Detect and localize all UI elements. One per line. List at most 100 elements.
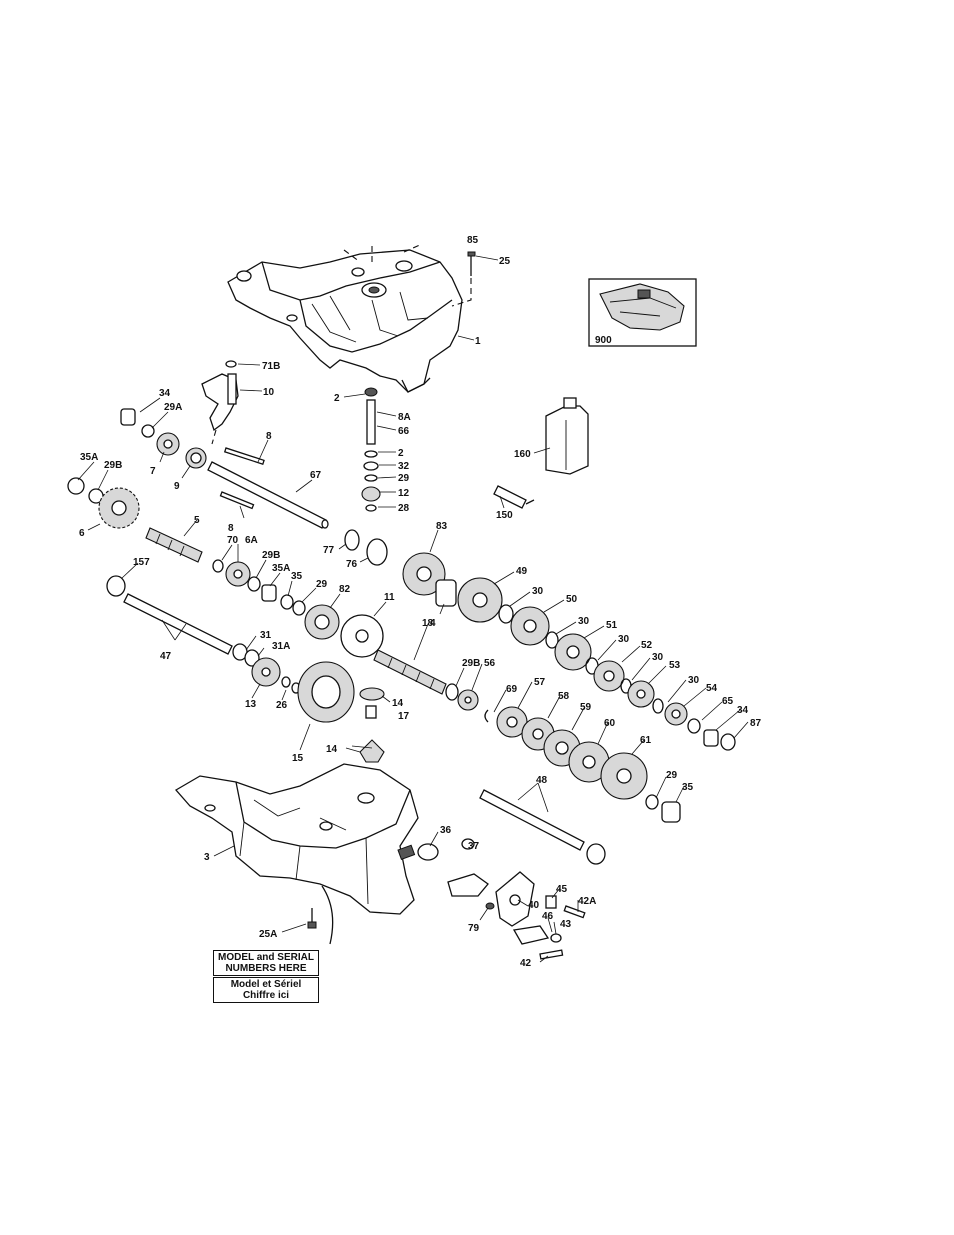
callout-14-upper: 14 (392, 698, 404, 709)
callout-37: 37 (468, 841, 480, 852)
callout-65: 65 (722, 696, 734, 707)
callout-69: 69 (506, 684, 518, 695)
model-serial-label-en: MODEL and SERIAL NUMBERS HERE (213, 950, 319, 976)
callout-35-mid: 35 (291, 571, 303, 582)
callout-40: 40 (528, 900, 540, 911)
callout-57: 57 (534, 677, 546, 688)
callout-25: 25 (499, 256, 511, 267)
callout-29B-right: 29B (462, 658, 480, 669)
callout-10: 10 (263, 387, 275, 398)
callout-59: 59 (580, 702, 592, 713)
callout-35-right: 35 (682, 782, 694, 793)
callout-8-upper: 8 (266, 431, 272, 442)
callout-51: 51 (606, 620, 618, 631)
model-serial-line2-en: NUMBERS HERE (225, 963, 307, 974)
main-shaft-67 (207, 447, 329, 529)
callout-54: 54 (706, 683, 718, 694)
callout-29A: 29A (164, 402, 182, 413)
callout-30-4: 30 (652, 652, 664, 663)
callout-29-mid: 29 (316, 579, 328, 590)
shift-fork-assembly (201, 360, 239, 445)
thrust-washers (344, 529, 388, 566)
right-gear-train (402, 552, 736, 751)
callout-35A-mid: 35A (272, 563, 290, 574)
callout-32: 32 (398, 461, 410, 472)
countershaft-4 (373, 649, 447, 695)
callout-12: 12 (398, 488, 410, 499)
bottom-bolt-25A (307, 908, 317, 929)
callout-7: 7 (150, 466, 156, 477)
callout-58: 58 (558, 691, 570, 702)
model-serial-line1-fr: Model et Sériel (230, 979, 302, 990)
grease-tube (493, 485, 535, 509)
leader-lines (77, 255, 749, 963)
callout-29B-mid: 29B (262, 550, 280, 561)
callout-76: 76 (346, 559, 358, 570)
callout-160: 160 (514, 449, 531, 460)
model-serial-line2-fr: Chiffre ici (242, 990, 290, 1001)
callout-34-right: 34 (737, 705, 749, 716)
callout-17: 17 (398, 711, 410, 722)
callout-900: 900 (595, 335, 612, 346)
large-gear-6 (67, 477, 140, 529)
lower-housing (174, 763, 419, 945)
middle-gear-cluster (212, 559, 306, 616)
callout-35A-left: 35A (80, 452, 98, 463)
callout-85: 85 (467, 235, 479, 246)
brake-shaft-stack (361, 387, 381, 512)
callout-numbers: 85 25 1 900 71B 10 34 29A 2 8A 66 2 32 2… (79, 235, 762, 969)
callout-2-lower: 2 (398, 448, 404, 459)
callout-30-5: 30 (688, 675, 700, 686)
callout-52: 52 (641, 640, 653, 651)
callout-56: 56 (484, 658, 496, 669)
callout-29-shaft: 29 (398, 473, 410, 484)
callout-15: 15 (292, 753, 304, 764)
callout-26: 26 (276, 700, 288, 711)
callout-46: 46 (542, 911, 554, 922)
left-gear-cluster-upper (120, 408, 207, 469)
callout-66: 66 (398, 426, 410, 437)
callout-14-lower: 14 (326, 744, 338, 755)
callout-79: 79 (468, 923, 480, 934)
callout-47: 47 (160, 651, 172, 662)
callout-61: 61 (640, 735, 652, 746)
upper-housing (227, 243, 463, 393)
callout-157: 157 (133, 557, 150, 568)
callout-4: 4 (430, 618, 436, 629)
callout-5: 5 (194, 515, 200, 526)
callout-53: 53 (669, 660, 681, 671)
callout-48: 48 (536, 775, 548, 786)
oil-bottle (545, 397, 589, 475)
ring-gear-15 (297, 661, 355, 723)
worm-shaft-5 (145, 527, 203, 563)
callout-34: 34 (159, 388, 171, 399)
callout-30-3: 30 (618, 634, 630, 645)
callout-1: 1 (475, 336, 481, 347)
housing-bolt (451, 251, 476, 307)
axle-shaft-47 (106, 575, 301, 694)
callout-60: 60 (604, 718, 616, 729)
callout-11: 11 (384, 592, 395, 603)
callout-25A: 25A (259, 929, 277, 940)
callout-9: 9 (174, 481, 180, 492)
callout-13: 13 (245, 699, 257, 710)
callout-71B: 71B (262, 361, 280, 372)
callout-83: 83 (436, 521, 448, 532)
callout-70: 70 (227, 535, 239, 546)
differential-82 (304, 604, 384, 658)
callout-29-right: 29 (666, 770, 678, 781)
callout-77: 77 (323, 545, 335, 556)
callout-29B-left: 29B (104, 460, 122, 471)
output-shaft-48 (479, 789, 606, 865)
callout-30-2: 30 (578, 616, 590, 627)
brake-disk-parts (397, 843, 439, 861)
callout-30-1: 30 (532, 586, 544, 597)
pinion-gears (359, 687, 385, 763)
model-serial-label-fr: Model et Sériel Chiffre ici (213, 977, 319, 1003)
callout-3: 3 (204, 852, 210, 863)
callout-82: 82 (339, 584, 351, 595)
callout-150: 150 (496, 510, 513, 521)
callout-50: 50 (566, 594, 578, 605)
callout-31A: 31A (272, 641, 290, 652)
